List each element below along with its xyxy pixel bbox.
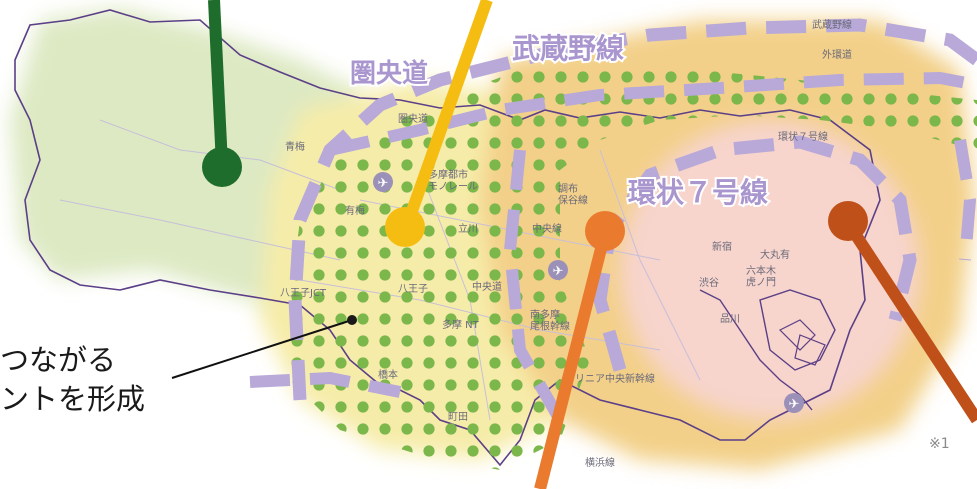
- place-musashino-small: 武蔵野線: [812, 18, 852, 31]
- place-otemachi: 大丸有: [760, 248, 790, 261]
- svg-text:✈: ✈: [553, 264, 564, 279]
- callout-text-line2: ントを形成: [0, 382, 146, 416]
- svg-text:✈: ✈: [378, 176, 389, 191]
- place-shinjuku: 新宿: [712, 240, 732, 253]
- place-hashimoto: 橋本: [378, 368, 398, 381]
- zone-pin-brown[interactable]: [828, 201, 977, 424]
- callout-text-line1: つながる: [0, 343, 117, 377]
- place-hachioji-jct: 八王子JCT: [280, 287, 327, 299]
- dot-pattern-zone: [290, 60, 977, 470]
- route-label-musashino: 武蔵野線: [512, 32, 624, 65]
- dashed-route-kenodo-south: [249, 371, 402, 398]
- place-kenodo-small: 圏央道: [398, 112, 428, 125]
- callout-pointer: [171, 315, 357, 379]
- dashed-route-gaikan: [954, 139, 977, 261]
- dashed-route-kenodo: [288, 18, 977, 401]
- place-kanjo7-small: 環状７号線: [778, 130, 828, 143]
- place-chuo-line: 中央線: [532, 222, 562, 235]
- place-shinagawa: 品川: [720, 313, 740, 325]
- place-chuo-do: 中央道: [472, 280, 502, 293]
- place-roppongi: 六本木虎ノ門: [746, 264, 776, 289]
- place-machida: 町田: [448, 412, 468, 423]
- airplane-icon-yokota: ✈: [373, 172, 393, 192]
- place-gaikan: 外環道: [822, 48, 852, 61]
- dashed-route-kanjo7: [593, 135, 917, 372]
- airplane-icon-haneda: ✈: [784, 393, 804, 413]
- place-ome: 青梅: [285, 140, 305, 153]
- place-chofu: 調布保谷線: [558, 182, 588, 207]
- place-linear: リニア中央新幹線: [575, 372, 655, 385]
- route-label-kenodo: 圏央道: [350, 58, 428, 89]
- place-tama-nt: 多摩 NT: [442, 318, 480, 331]
- dashed-route-musashino: [328, 71, 977, 423]
- svg-text:✈: ✈: [789, 397, 800, 412]
- place-yokohama-line: 横浜線: [585, 456, 615, 469]
- zone-pin-yellow[interactable]: [385, 0, 493, 247]
- place-ome-station: 有梅: [345, 204, 365, 217]
- zone-pin-green[interactable]: [202, 0, 242, 187]
- route-label-kanjo7: 環状７号線: [628, 176, 768, 209]
- place-tachikawa: 立川: [458, 222, 478, 235]
- airplane-icon-chofu: ✈: [548, 260, 568, 280]
- place-tama-monorail: 多摩都市モノレール: [428, 168, 478, 193]
- footnote-marker: ※1: [929, 436, 950, 452]
- place-minami-tama: 南多摩尾根幹線: [530, 308, 570, 333]
- place-shibuya: 渋谷: [699, 276, 719, 289]
- zone-pin-orange[interactable]: [534, 211, 625, 489]
- place-hachioji: 八王子: [398, 283, 428, 295]
